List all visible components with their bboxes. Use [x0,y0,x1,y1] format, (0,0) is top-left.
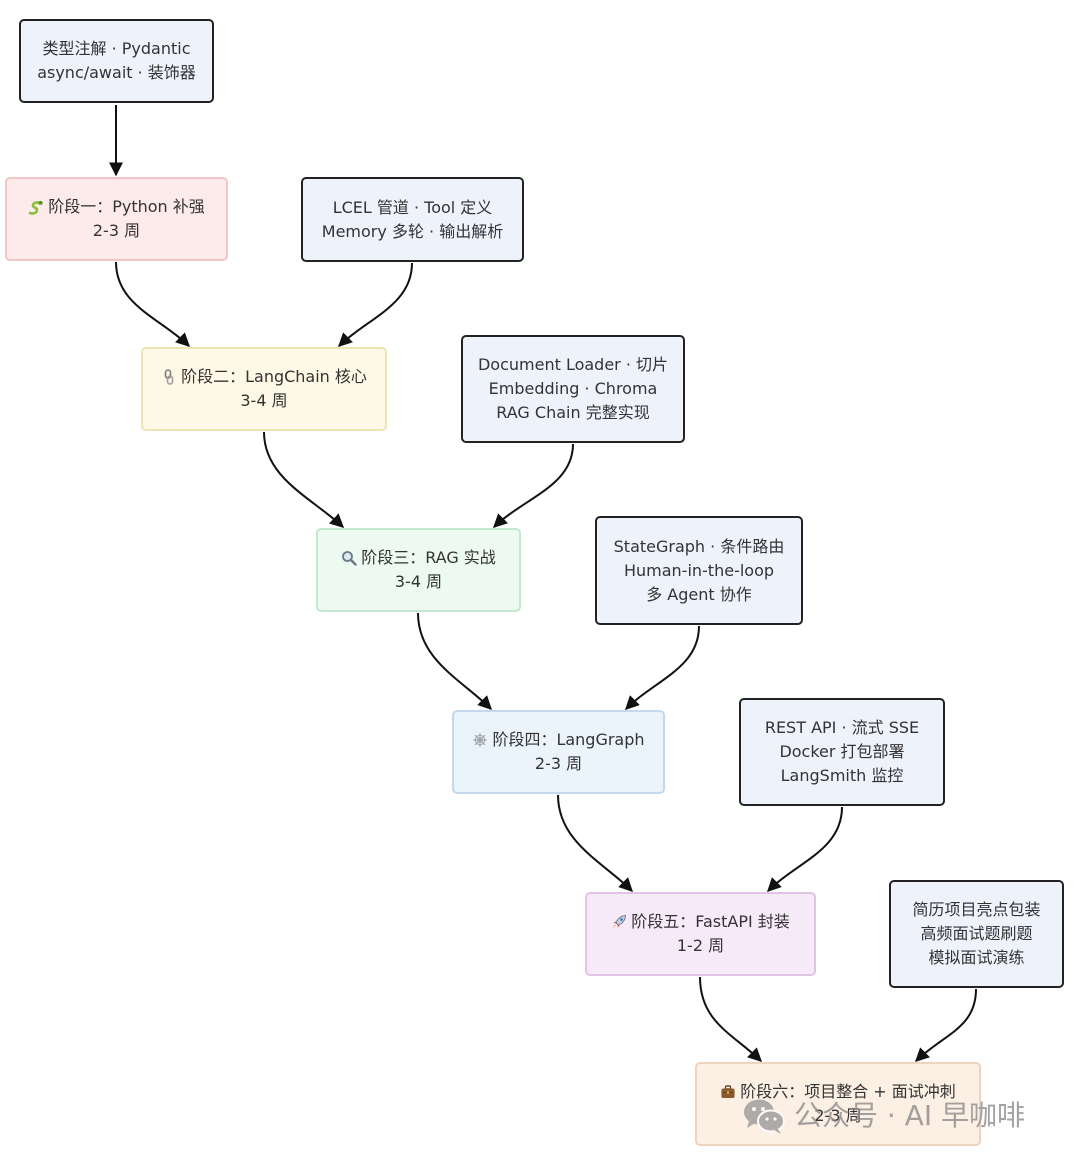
stage-duration: 2-3 周 [534,754,583,773]
topic-node-fastapi: REST API · 流式 SSE Docker 打包部署 LangSmith … [739,698,945,806]
stage-duration: 3-4 周 [240,391,288,410]
arrow-fastapi-topics-to-stage-5 [767,806,843,892]
spider-web-icon [472,732,488,748]
topic-line: Document Loader · 切片 [477,355,669,374]
stage-node-4: 阶段四：LangGraph 2-3 周 [452,710,665,794]
topic-line: Docker 打包部署 [779,742,905,761]
stage-title-row: 阶段六：项目整合 + 面试冲刺 [720,1080,956,1104]
stage-title: 阶段六：项目整合 + 面试冲刺 [740,1082,956,1101]
stage-duration: 2-3 周 [92,221,141,240]
topic-line: 类型注解 · Pydantic [42,39,191,58]
arrow-stage-3-to-stage-4 [417,612,492,710]
topic-line: 简历项目亮点包装 [912,900,1041,919]
topic-line: 高频面试题刷题 [920,924,1033,943]
stage-node-5: 阶段五：FastAPI 封装 1-2 周 [585,892,816,976]
topic-line: RAG Chain 完整实现 [496,403,650,422]
topic-node-rag: Document Loader · 切片 Embedding · Chroma … [461,335,685,443]
topic-line: REST API · 流式 SSE [764,718,920,737]
stage-title-row: 阶段五：FastAPI 封装 [611,910,790,934]
stage-duration: 2-3 周 [814,1106,862,1125]
topic-line: Human-in-the-loop [623,560,775,580]
stage-duration: 1-2 周 [676,936,725,955]
snake-icon [28,199,44,215]
topic-line: LCEL 管道 · Tool 定义 [332,197,493,217]
watermark-text: 公众号 · AI 早咖啡 [794,1099,1026,1132]
arrow-rag-topics-to-stage-3 [492,443,574,528]
arrow-langchain-topics-to-stage-2 [337,262,413,347]
stage-node-1: 阶段一：Python 补强 2-3 周 [5,177,228,261]
stage-title-row: 阶段一：Python 补强 [28,195,205,219]
topic-line: 多 Agent 协作 [646,584,752,604]
briefcase-icon [720,1084,736,1100]
topic-node-langchain: LCEL 管道 · Tool 定义 Memory 多轮 · 输出解析 [301,177,524,262]
stage-title-row: 阶段四：LangGraph [472,728,645,752]
stage-title: 阶段三：RAG 实战 [361,548,496,567]
topic-line: StateGraph · 条件路由 [613,536,785,556]
stage-duration: 3-4 周 [394,572,443,591]
arrow-stage-4-to-stage-5 [557,794,633,892]
stage-title-row: 阶段三：RAG 实战 [341,546,496,570]
stage-node-6: 阶段六：项目整合 + 面试冲刺 2-3 周 [695,1062,981,1146]
stage-title: 阶段四：LangGraph [492,730,645,749]
watermark: 公众号 · AI 早咖啡 [742,1096,1025,1136]
topic-node-python-basics: 类型注解 · Pydantic async/await · 装饰器 [19,19,214,103]
stage-title-row: 阶段二：LangChain 核心 [161,365,367,389]
stage-title: 阶段五：FastAPI 封装 [631,912,790,931]
topic-line: LangSmith 监控 [780,766,904,785]
topic-node-langgraph: StateGraph · 条件路由 Human-in-the-loop 多 Ag… [595,516,803,625]
stage-node-3: 阶段三：RAG 实战 3-4 周 [316,528,521,612]
topic-node-interview: 简历项目亮点包装 高频面试题刷题 模拟面试演练 [889,880,1064,988]
rocket-icon [611,914,627,930]
stage-title: 阶段二：LangChain 核心 [181,367,367,386]
magnifier-icon [341,550,357,566]
arrow-stage-1-to-stage-2 [115,261,191,347]
arrow-stage-5-to-stage-6 [699,976,763,1062]
topic-line: 模拟面试演练 [928,948,1025,967]
stage-node-2: 阶段二：LangChain 核心 3-4 周 [141,347,387,431]
wechat-icon [742,1097,786,1135]
arrow-langgraph-topics-to-stage-4 [625,625,700,710]
arrow-stage-2-to-stage-3 [263,431,345,528]
topic-line: async/await · 装饰器 [37,63,196,82]
stage-title: 阶段一：Python 补强 [48,197,205,216]
arrow-interview-topics-to-stage-6 [914,988,977,1062]
topic-line: Memory 多轮 · 输出解析 [321,221,504,241]
topic-line: Embedding · Chroma [488,379,658,398]
chain-icon [161,369,177,385]
